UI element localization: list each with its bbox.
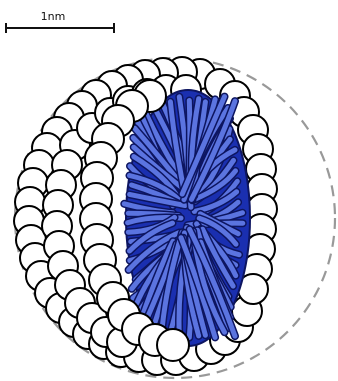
scale-bar: 1nm bbox=[6, 10, 114, 33]
headgroup-circle bbox=[157, 329, 189, 361]
scale-bar-label: 1nm bbox=[41, 10, 66, 23]
hydrophobic-tail-core bbox=[124, 90, 250, 346]
